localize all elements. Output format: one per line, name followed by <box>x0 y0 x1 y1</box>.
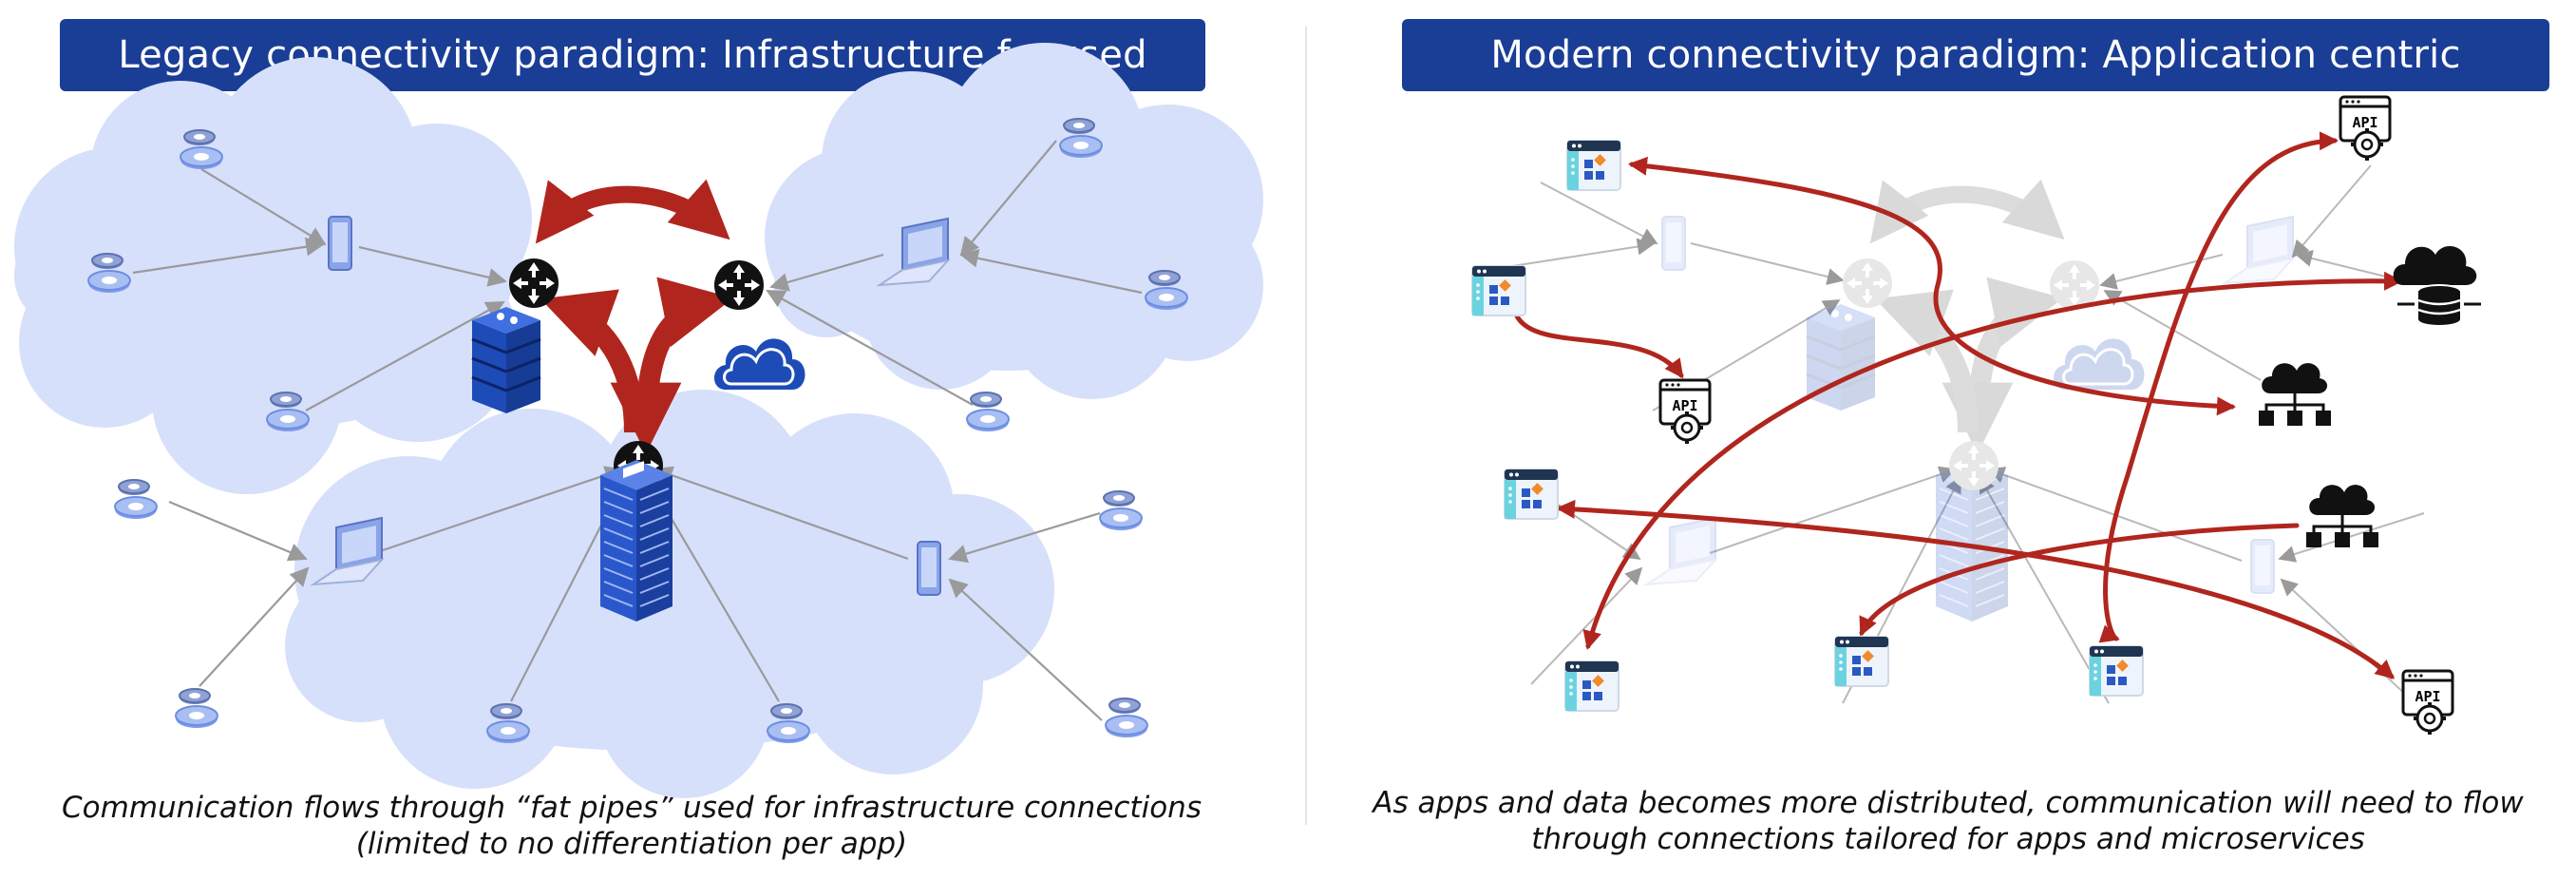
phone-icon <box>328 216 352 271</box>
cloud-icon <box>712 336 806 392</box>
api-label: API <box>2415 688 2440 705</box>
api-label: API <box>2352 114 2377 131</box>
cloud-region-right <box>765 43 1263 399</box>
phone-icon <box>2250 539 2275 594</box>
api-label: API <box>1672 397 1697 414</box>
modern-app-nodes: API API API <box>1471 95 2483 737</box>
app-window-icon <box>1471 265 1526 316</box>
app-window-icon <box>1504 469 1559 520</box>
gear-icon <box>966 392 1010 432</box>
flow-app-to-api <box>1512 309 1684 379</box>
app-window-icon <box>2089 645 2144 697</box>
modern-title: Modern connectivity paradigm: Applicatio… <box>1490 33 2461 77</box>
modern-title-bar: Modern connectivity paradigm: Applicatio… <box>1402 19 2549 91</box>
cloud-database-icon <box>2392 244 2483 327</box>
laptop-icon <box>2224 216 2294 284</box>
fat-pipe-right <box>610 277 734 454</box>
phone-icon <box>917 541 941 596</box>
phone-icon <box>1661 216 1686 271</box>
gear-icon <box>1099 490 1143 531</box>
modern-diagram: API API API <box>1471 95 2483 737</box>
modern-app-flows <box>1512 131 2403 679</box>
flow-app-to-api-bottom <box>1556 499 2396 679</box>
panel-divider <box>1305 27 1307 825</box>
router-icon <box>1949 441 1998 490</box>
legacy-caption-line-1: Communication flows through “fat pipes” … <box>62 791 1202 825</box>
laptop-icon <box>1646 517 1716 585</box>
cloud-network-icon <box>2304 483 2380 549</box>
legacy-clouds <box>14 43 1263 798</box>
cloud-region-left <box>14 57 532 494</box>
gear-icon <box>175 688 218 729</box>
legacy-diagram <box>14 43 1263 798</box>
app-window-icon <box>1566 140 1621 191</box>
modern-faded-pipes <box>1869 179 2065 454</box>
building-icon <box>599 459 673 622</box>
router-icon <box>509 258 559 308</box>
modern-caption-line-2: through connections tailored for apps an… <box>1531 822 2365 856</box>
modern-caption: As apps and data becomes more distribute… <box>1364 785 2532 857</box>
router-icon <box>1843 258 1892 308</box>
legacy-caption-line-2: (limited to no differentiation per app) <box>355 827 908 861</box>
api-gear-icon-2: API <box>2339 95 2392 163</box>
app-window-icon <box>1564 660 1619 712</box>
flow-cloud-network-to-app <box>1859 523 2300 637</box>
gear-icon <box>114 479 158 520</box>
fat-pipe-left <box>540 289 645 433</box>
api-gear-icon-1: API <box>1658 378 1712 446</box>
modern-caption-line-1: As apps and data becomes more distribute… <box>1373 786 2524 820</box>
app-window-icon <box>1834 636 1889 687</box>
fat-pipe-top <box>535 179 730 244</box>
legacy-caption: Communication flows through “fat pipes” … <box>38 790 1225 862</box>
modern-panel: Modern connectivity paradigm: Applicatio… <box>1307 0 2576 880</box>
gear-icon <box>1105 698 1148 738</box>
router-icon <box>714 260 764 310</box>
server-rack-icon <box>470 305 542 415</box>
cloud-network-icon <box>2257 361 2333 428</box>
cloud-icon <box>2052 336 2146 392</box>
api-gear-icon-3: API <box>2401 669 2454 737</box>
legacy-fat-pipes <box>535 179 734 454</box>
